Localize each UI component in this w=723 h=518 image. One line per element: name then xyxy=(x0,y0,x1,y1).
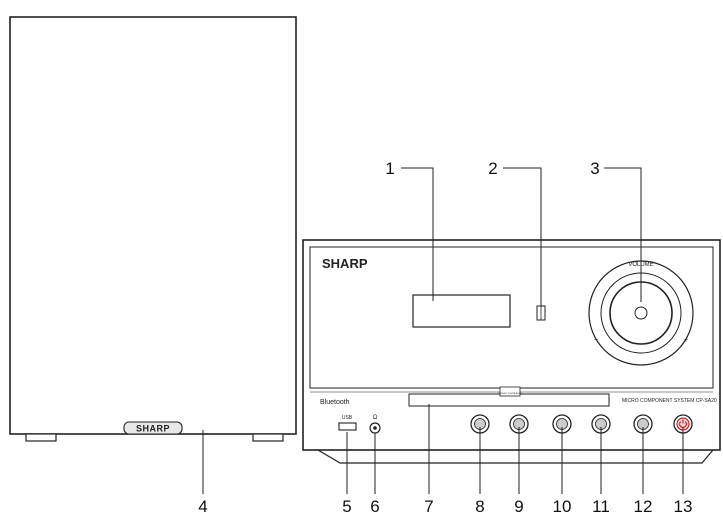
callout-8: 8 xyxy=(475,497,484,516)
callout-10: 10 xyxy=(553,497,572,516)
speaker-logo-text: SHARP xyxy=(136,424,170,434)
bluetooth-label: Bluetooth xyxy=(320,399,350,406)
usb-port[interactable] xyxy=(338,422,357,431)
callout-6: 6 xyxy=(370,497,379,516)
model-label: MICRO COMPONENT SYSTEM CP-SA20 xyxy=(622,398,717,404)
headphone-symbol: Ω xyxy=(373,415,378,421)
button-10[interactable] xyxy=(552,414,572,434)
callout-13: 13 xyxy=(674,497,693,516)
callout-3: 3 xyxy=(590,159,599,178)
callout-numbers: 1 2 3 4 5 6 7 8 9 10 11 12 13 xyxy=(198,159,692,516)
display-window xyxy=(412,294,511,328)
usb-label: USB xyxy=(342,415,353,421)
speaker: SHARP xyxy=(9,16,297,442)
main-unit: SHARP VOLUME − + COMPACT DIGITAL AUDIO B… xyxy=(302,239,721,464)
speaker-foot-right xyxy=(252,433,284,442)
callout-2: 2 xyxy=(488,159,497,178)
callout-11: 11 xyxy=(592,497,610,516)
callout-4: 4 xyxy=(198,497,207,516)
power-button[interactable] xyxy=(673,414,693,434)
callout-12: 12 xyxy=(634,497,653,516)
speaker-body xyxy=(9,16,297,435)
brand-logo: SHARP xyxy=(322,256,368,271)
callout-1: 1 xyxy=(385,159,394,178)
volume-center xyxy=(634,306,648,320)
speaker-foot-left xyxy=(25,433,57,442)
callout-7: 7 xyxy=(424,497,433,516)
disc-logo-text: COMPACT DIGITAL AUDIO xyxy=(498,392,523,395)
remote-sensor xyxy=(536,305,546,321)
volume-plus: + xyxy=(684,337,688,344)
callout-leaders xyxy=(202,167,684,494)
speaker-logo-badge xyxy=(123,421,183,435)
disc-logo xyxy=(499,386,521,397)
button-8[interactable] xyxy=(470,414,490,434)
callout-9: 9 xyxy=(514,497,523,516)
callout-5: 5 xyxy=(342,497,351,516)
main-unit-base xyxy=(317,449,714,464)
volume-minus: − xyxy=(594,337,598,344)
